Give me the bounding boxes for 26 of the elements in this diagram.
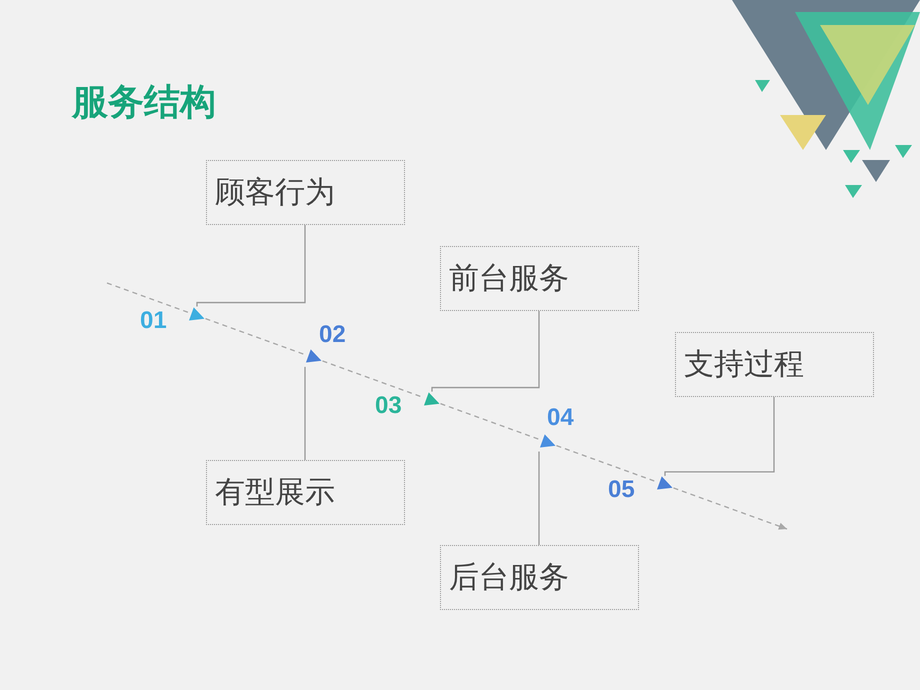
slide-title: 服务结构: [72, 81, 216, 125]
step-number: 04: [547, 404, 574, 432]
category-label: 后台服务: [449, 559, 569, 597]
step-number: 01: [140, 306, 167, 335]
leader-line: [431, 311, 540, 392]
category-box: [440, 545, 639, 610]
category-box: [206, 160, 405, 225]
category-box: [675, 332, 874, 397]
step-number: 03: [375, 392, 402, 420]
leader-line: [538, 452, 540, 545]
category-label: 支持过程: [684, 346, 804, 384]
timeline-line: [673, 487, 788, 530]
timeline-line: [440, 403, 540, 440]
category-box: [206, 460, 405, 525]
leader-line: [664, 397, 775, 476]
timeline-line: [556, 444, 657, 482]
step-number: 05: [608, 476, 635, 504]
timeline-line: [205, 318, 306, 356]
category-label: 前台服务: [449, 260, 569, 298]
category-box: [440, 246, 639, 311]
leader-line: [196, 225, 306, 307]
leader-line: [304, 366, 306, 460]
step-number: 02: [319, 320, 346, 349]
timeline-line: [106, 282, 189, 314]
category-label: 顾客行为: [215, 174, 335, 212]
category-label: 有型展示: [215, 474, 335, 512]
